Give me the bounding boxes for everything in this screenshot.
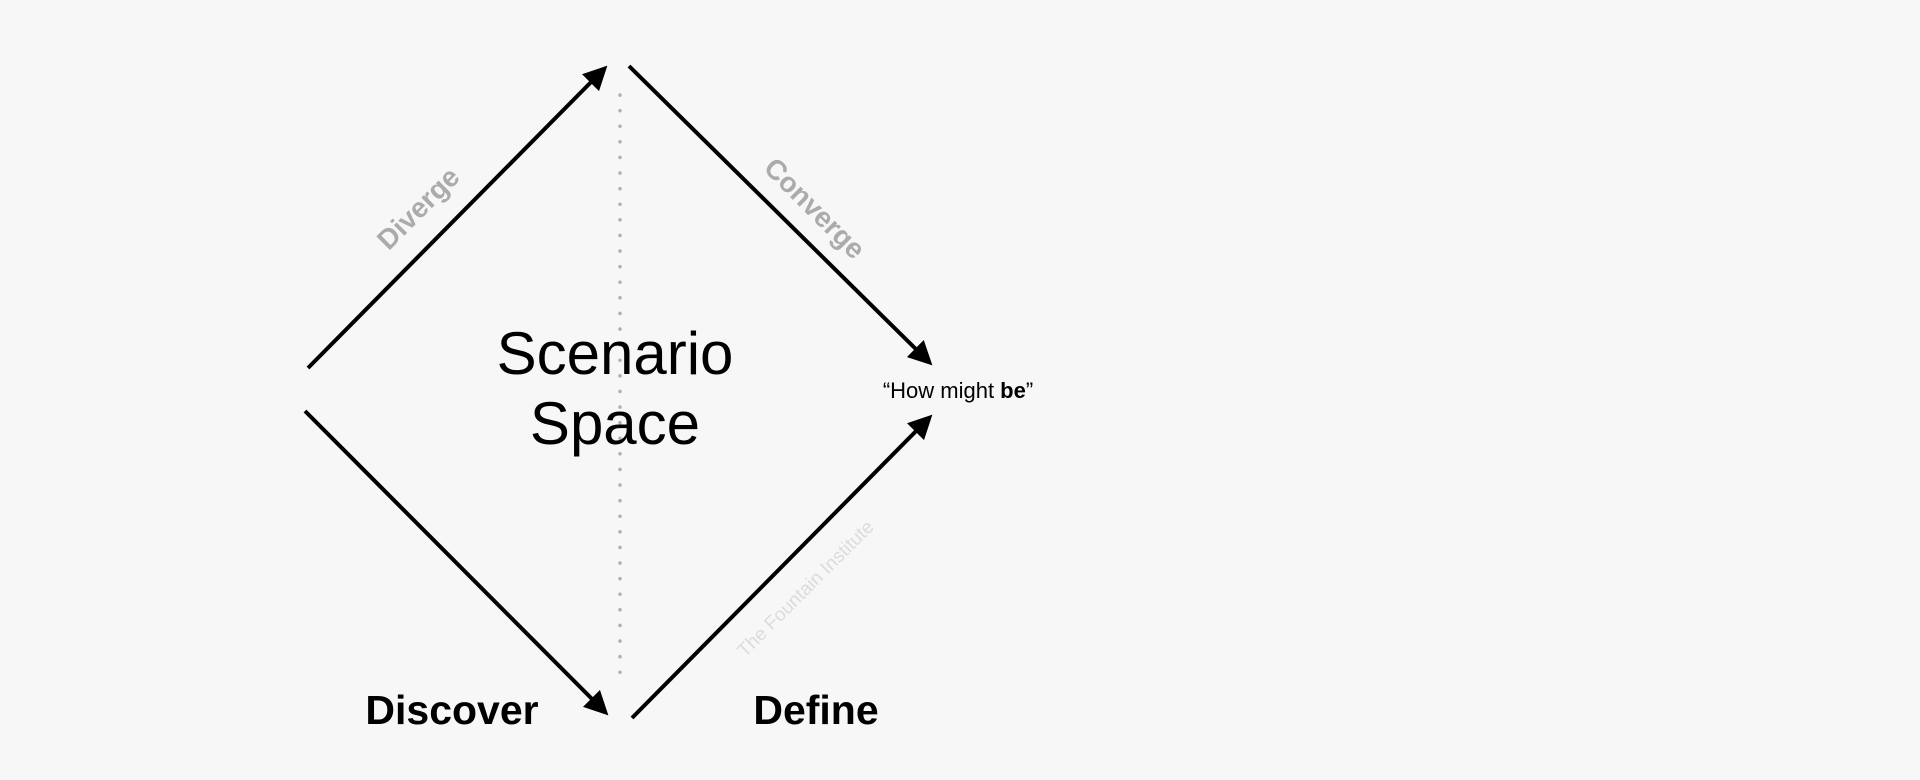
- outcome-label: “How might be”: [883, 378, 1033, 403]
- outcome-prefix: “How might: [883, 378, 1000, 403]
- outcome-suffix: ”: [1026, 378, 1033, 403]
- phase-define: Define: [753, 687, 878, 733]
- lower-right-arrow: [630, 414, 933, 720]
- center-title-line1: Scenario: [497, 320, 734, 387]
- watermark-label: The Fountain Institute: [734, 517, 879, 662]
- center-title-line2: Space: [530, 390, 700, 457]
- diverge-label: Diverge: [371, 161, 466, 256]
- diverge-arrow: [306, 65, 608, 370]
- phase-discover: Discover: [365, 687, 538, 733]
- outcome-bold: be: [1000, 378, 1026, 403]
- lower-left-arrow: [303, 409, 609, 716]
- converge-arrow: [627, 64, 933, 366]
